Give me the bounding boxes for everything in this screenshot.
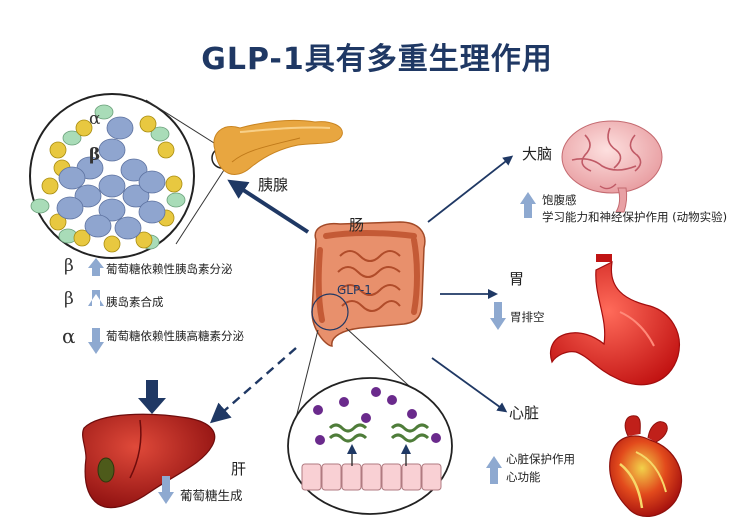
epithelial-cells: [301, 463, 442, 491]
arrow-to-liver: [209, 347, 297, 424]
effect-arrow-down: [88, 328, 104, 354]
alpha-cell: [157, 141, 175, 159]
alpha-cell: [139, 115, 157, 133]
epithelial-cell: [321, 463, 342, 491]
glp1-label: GLP-1: [337, 283, 372, 297]
epithelial-cell: [421, 463, 442, 491]
effect-arrow-up: [520, 192, 536, 218]
glp1-molecule: [361, 413, 371, 423]
beta-cell: [98, 138, 126, 162]
alpha-cell: [135, 231, 153, 249]
liver-label: 肝: [231, 460, 247, 478]
liver-down-arrow: [138, 380, 166, 414]
glp1-receptors: [328, 423, 430, 443]
alpha-cell: [49, 213, 67, 231]
glp1-molecule: [371, 387, 381, 397]
effect-text: 葡萄糖依赖性胰高糖素分泌: [106, 329, 244, 343]
beta-cell: [114, 216, 142, 240]
glp1-molecules: [313, 387, 441, 445]
beta-cell-label: β: [89, 145, 101, 165]
glp1-molecule: [313, 405, 323, 415]
heart-label: 心脏: [509, 404, 540, 422]
delta-cell: [150, 126, 170, 142]
gut-magnification: [287, 327, 453, 515]
beta-cell: [106, 116, 134, 140]
delta-cell: [94, 104, 114, 120]
epithelial-cell: [361, 463, 382, 491]
alpha-cell: [49, 141, 67, 159]
beta-cell: [120, 158, 148, 182]
intestine-label: 肠: [349, 216, 365, 234]
effect-text: 心功能: [506, 470, 541, 484]
effect-text: 胃排空: [510, 310, 545, 324]
effect-text: 心脏保护作用: [506, 452, 575, 466]
delta-cell: [166, 192, 186, 208]
glp1-molecule: [387, 395, 397, 405]
islet-cells: [30, 104, 186, 253]
delta-cell: [62, 130, 82, 146]
effect-text: 葡萄糖生成: [180, 488, 243, 503]
epithelial-cell: [341, 463, 362, 491]
glp1-molecule: [431, 433, 441, 443]
stomach-image: [549, 254, 680, 386]
effect-arrow-up: [486, 456, 502, 484]
alpha-cell: [75, 119, 93, 137]
liver-image: [82, 413, 216, 509]
effect-text: 胰岛素合成: [106, 295, 164, 309]
alpha-cell: [165, 175, 183, 193]
epithelial-cell: [381, 463, 402, 491]
beta-cell: [98, 198, 126, 222]
effect-cell-symbol: β: [64, 289, 74, 309]
effect-text: 饱腹感: [542, 193, 577, 207]
alpha-cell-label: α: [89, 109, 101, 129]
delta-cell: [30, 198, 50, 214]
alpha-cell: [41, 177, 59, 195]
organ-arrows: [138, 155, 514, 424]
pancreas-label: 胰腺: [258, 176, 289, 194]
beta-cell: [74, 184, 102, 208]
effect-arrows: [88, 192, 536, 504]
epithelial-cell: [401, 463, 422, 491]
beta-cell: [138, 200, 166, 224]
arrow-to-heart: [431, 357, 508, 413]
effect-text: 学习能力和神经保护作用 (动物实验): [542, 210, 728, 224]
arrow-to-brain: [427, 155, 514, 223]
effect-arrow-down: [490, 302, 506, 330]
beta-cell: [122, 184, 150, 208]
effect-arrow-down: [158, 476, 174, 504]
arrow-to-pancreas: [227, 179, 310, 234]
effect-cell-symbol: β: [64, 256, 74, 276]
effect-arrow-up: [88, 258, 104, 276]
stomach-label: 胃: [509, 270, 525, 288]
beta-cell: [56, 196, 84, 220]
glp1-molecule: [407, 409, 417, 419]
alpha-cell: [103, 235, 121, 253]
islet-magnification: [29, 93, 233, 259]
beta-cell: [84, 214, 112, 238]
epithelial-cell: [301, 463, 322, 491]
effect-text: 葡萄糖依赖性胰岛素分泌: [106, 262, 233, 276]
page-title: GLP-1具有多重生理作用: [201, 42, 553, 77]
heart-image: [609, 415, 683, 517]
beta-cell: [98, 174, 126, 198]
beta-cell: [58, 166, 86, 190]
alpha-cell: [73, 229, 91, 247]
glp1-molecule: [315, 435, 325, 445]
pancreas-image: [213, 119, 343, 175]
brain-image: [561, 120, 663, 213]
effect-arrow-up: [88, 290, 104, 306]
beta-cell: [138, 170, 166, 194]
effect-cell-symbol: α: [62, 324, 76, 348]
glp1-molecule: [339, 397, 349, 407]
intestine-image: [311, 221, 426, 347]
brain-label: 大脑: [522, 145, 553, 163]
